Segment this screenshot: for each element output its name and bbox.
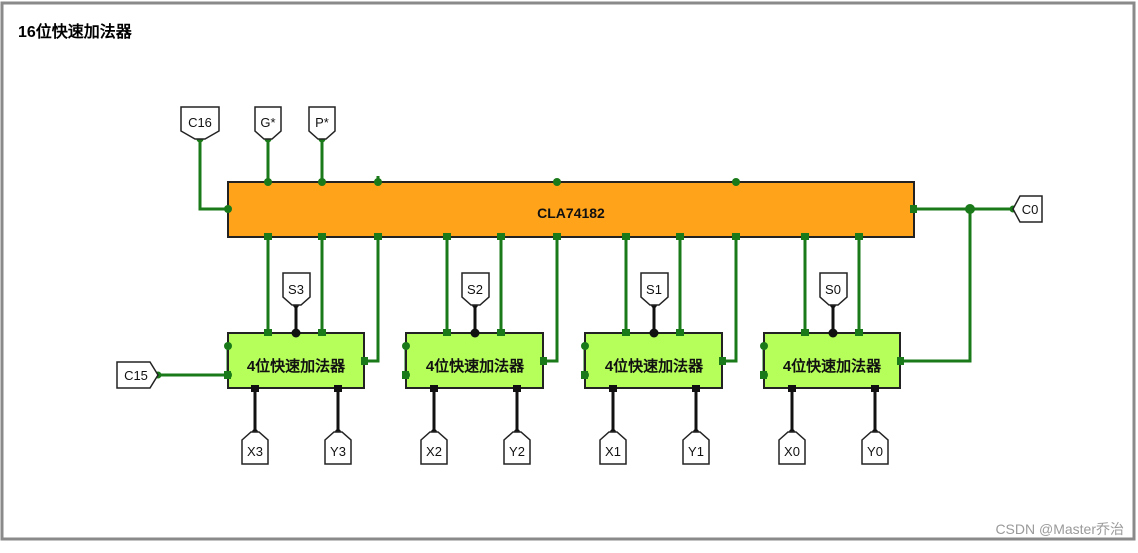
pin-g-star[interactable]: G* [254,106,282,140]
adder-block-0[interactable] [763,332,901,389]
pin-y3-label: Y3 [330,444,346,459]
watermark: CSDN @Master乔治 [995,521,1124,537]
pin-y1-label: Y1 [688,444,704,459]
cla74182-block[interactable] [227,181,915,238]
schematic-frame [0,1,1136,541]
black-wires [253,305,877,432]
cla74182-label: CLA74182 [537,205,605,221]
adder-1[interactable]: 4位快速加法器 [584,332,723,389]
pin-x1[interactable]: X1 [599,431,627,465]
black-pin-squares [251,385,879,392]
adder-3[interactable]: 4位快速加法器 [227,332,365,389]
pin-x1-label: X1 [605,444,621,459]
adder-label-1: 4位快速加法器 [605,357,704,375]
wire-c16 [198,138,228,211]
pin-y3[interactable]: Y3 [324,431,352,465]
pin-s1-label: S1 [646,282,662,297]
adder-label-0: 4位快速加法器 [783,357,882,375]
pin-y0-label: Y0 [867,444,883,459]
wire-c0-to-adder0 [900,209,972,363]
wire-c12 [364,182,380,363]
green-wires [156,138,1014,377]
pin-s2[interactable]: S2 [461,272,490,306]
adder-label-2: 4位快速加法器 [426,357,525,375]
wire-c8 [543,237,559,363]
adder-block-3[interactable] [227,332,365,389]
pin-s3[interactable]: S3 [282,272,311,306]
pin-x2-label: X2 [426,444,442,459]
pin-c15-label: C15 [124,368,148,383]
adder-0[interactable]: 4位快速加法器 [763,332,901,389]
pin-c16[interactable]: C16 [180,106,220,140]
pin-x0[interactable]: X0 [778,431,806,465]
pin-x2[interactable]: X2 [420,431,448,465]
pin-x3[interactable]: X3 [241,431,269,465]
pin-g-star-label: G* [260,115,275,130]
pin-y1[interactable]: Y1 [682,431,710,465]
pin-s1[interactable]: S1 [640,272,669,306]
pin-c16-label: C16 [188,115,212,130]
pin-s0-label: S0 [825,282,841,297]
pin-s0[interactable]: S0 [819,272,848,306]
diagram-title: 16位快速加法器 [18,22,133,41]
wire-c4 [722,237,738,363]
adder-block-2[interactable] [405,332,544,389]
pin-s3-label: S3 [288,282,304,297]
pin-x0-label: X0 [784,444,800,459]
pin-c15[interactable]: C15 [116,361,159,389]
adder-2[interactable]: 4位快速加法器 [405,332,544,389]
pin-x3-label: X3 [247,444,263,459]
pin-c0-label: C0 [1022,202,1039,217]
pin-y0[interactable]: Y0 [861,431,889,465]
pin-y2-label: Y2 [509,444,525,459]
pin-s2-label: S2 [467,282,483,297]
pin-p-star-label: P* [315,115,329,130]
pin-p-star[interactable]: P* [308,106,336,140]
pin-y2[interactable]: Y2 [503,431,531,465]
adder-label-3: 4位快速加法器 [247,357,346,375]
pin-c0[interactable]: C0 [1012,195,1043,223]
